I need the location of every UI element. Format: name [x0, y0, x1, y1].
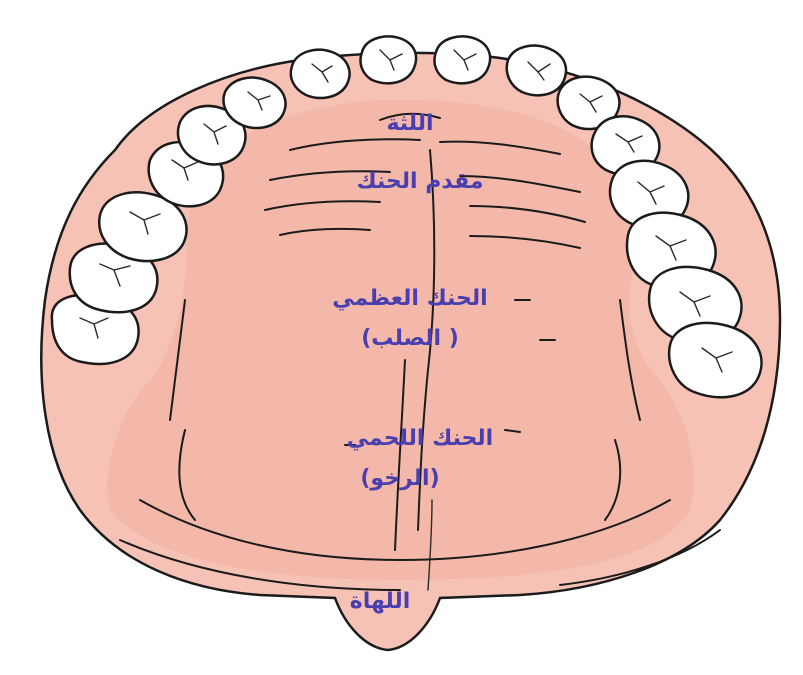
tooth-left-6	[224, 78, 286, 128]
label-uvula: اللهاة	[350, 589, 411, 614]
tooth-right-8	[434, 37, 490, 84]
label-hard-palate-alt: ( الصلب)	[361, 326, 459, 351]
tooth-left-8	[360, 37, 416, 84]
label-hard-palate: الحنك العظمي	[332, 286, 487, 311]
tooth-left-7	[291, 50, 350, 98]
label-soft-palate: الحنك اللحمي	[347, 426, 493, 451]
tooth-right-1	[669, 323, 761, 397]
label-soft-palate-alt: (الرخو)	[360, 466, 439, 491]
label-gum: اللثة	[386, 111, 433, 136]
label-anterior-palate: مقدم الحنك	[356, 169, 483, 194]
